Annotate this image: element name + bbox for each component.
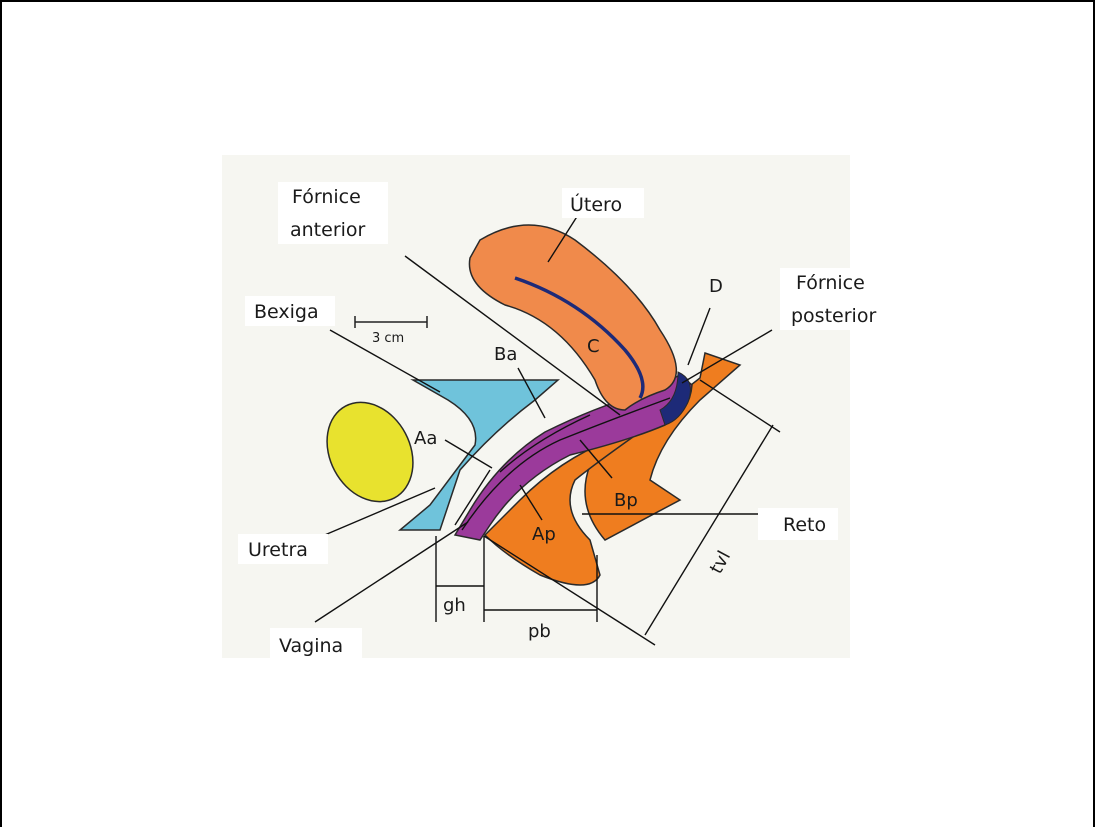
point-c-label: C	[587, 336, 600, 357]
tvl-label: tvl	[706, 547, 735, 577]
scale-bar-label: 3 cm	[372, 331, 404, 346]
pb-label: pb	[528, 621, 551, 642]
gh-label: gh	[443, 595, 466, 616]
tvl-measure-line	[645, 425, 773, 635]
fornice-posterior-label-line1: Fórnice	[796, 272, 865, 294]
fornice-posterior-label-line2: posterior	[791, 305, 876, 327]
vagina-label: Vagina	[279, 635, 343, 657]
utero-label: Útero	[570, 192, 622, 216]
fornice-anterior-label-line2: anterior	[290, 219, 366, 241]
point-ba-label: Ba	[494, 344, 517, 365]
point-d-label: D	[709, 276, 723, 297]
point-ap-label: Ap	[532, 524, 556, 545]
uretra-label: Uretra	[248, 539, 308, 561]
reto-label: Reto	[783, 514, 826, 536]
point-bp-label: Bp	[614, 490, 638, 511]
tvl-top-tick-line	[700, 380, 780, 432]
point-aa-label: Aa	[414, 428, 437, 449]
fornice-anterior-label-line1: Fórnice	[292, 186, 361, 208]
bexiga-label: Bexiga	[254, 301, 319, 323]
